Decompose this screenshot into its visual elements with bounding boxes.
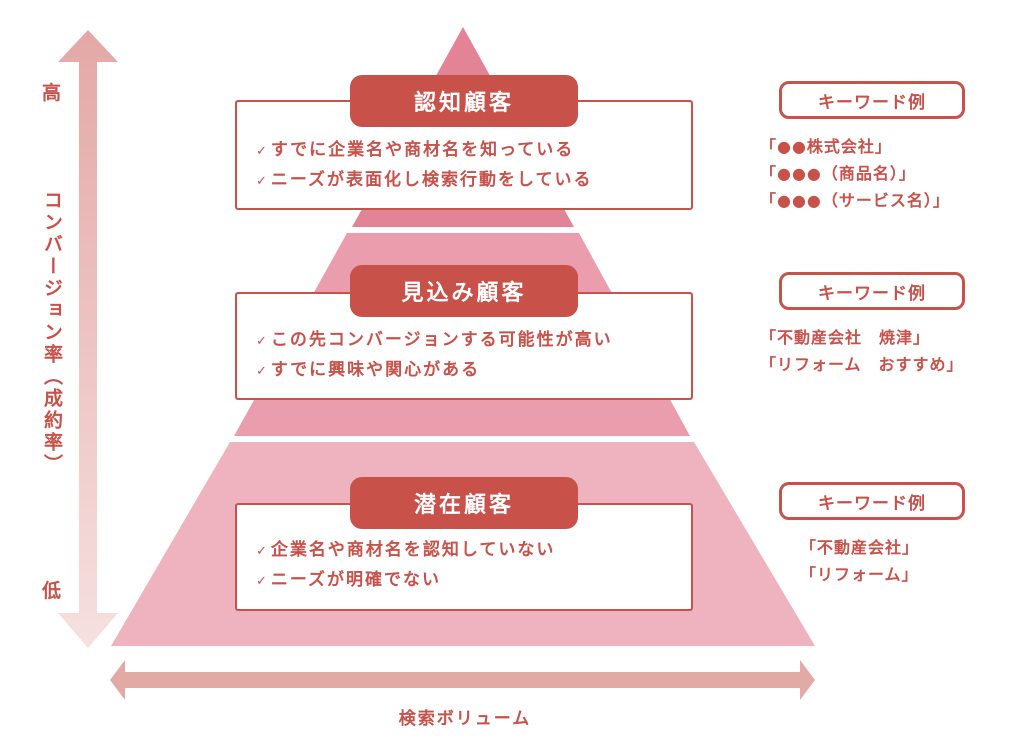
keyword-badge-prospect: キーワード例	[779, 272, 965, 310]
keyword-list-prospect: 「不動産会社 焼津」 「リフォーム おすすめ」	[760, 324, 964, 378]
tier-latent-title: 潜在顧客	[350, 477, 578, 529]
tier-latent-points: ✓企業名や商材名を認知していない ✓ニーズが明確でない	[256, 536, 555, 596]
keyword-item: 「●●株式会社」	[760, 137, 892, 156]
tier-awareness-title: 認知顧客	[350, 75, 578, 127]
axis-low-label: 低	[42, 580, 62, 602]
tier-point: ✓すでに興味や関心がある	[256, 360, 481, 380]
keyword-item: 「●●●（商品名）」	[760, 164, 916, 183]
check-icon: ✓	[256, 174, 267, 189]
check-icon: ✓	[256, 544, 267, 559]
axis-y-title: コンバージョン率（成約率）	[41, 190, 63, 476]
axis-high-label: 高	[42, 82, 62, 104]
vertical-double-arrow	[58, 30, 118, 648]
tier-point: ✓ニーズが明確でない	[256, 570, 442, 590]
tier-point: ✓企業名や商材名を認知していない	[256, 540, 556, 560]
tier-prospect-points: ✓この先コンバージョンする可能性が高い ✓すでに興味や関心がある	[256, 326, 613, 386]
check-icon: ✓	[256, 334, 267, 349]
tier-point: ✓ニーズが表面化し検索行動をしている	[256, 170, 593, 190]
keyword-item: 「不動産会社」	[800, 538, 920, 557]
keyword-item: 「リフォーム おすすめ」	[760, 355, 964, 374]
keyword-item: 「リフォーム」	[800, 565, 919, 584]
tier-prospect-title: 見込み顧客	[350, 265, 578, 317]
keyword-list-awareness: 「●●株式会社」 「●●●（商品名）」 「●●●（サービス名）」	[760, 133, 950, 214]
check-icon: ✓	[256, 364, 267, 379]
keyword-badge-awareness: キーワード例	[779, 81, 965, 119]
tier-awareness-points: ✓すでに企業名や商材名を知っている ✓ニーズが表面化し検索行動をしている	[256, 136, 593, 196]
keyword-item: 「不動産会社 焼津」	[760, 328, 931, 347]
keyword-list-latent: 「不動産会社」 「リフォーム」	[800, 534, 919, 588]
keyword-item: 「●●●（サービス名）」	[760, 191, 950, 210]
tier-point: ✓すでに企業名や商材名を知っている	[256, 140, 575, 160]
horizontal-double-arrow	[110, 660, 815, 700]
axis-x-title: 検索ボリューム	[398, 709, 532, 729]
check-icon: ✓	[256, 144, 267, 159]
tier-point: ✓この先コンバージョンする可能性が高い	[256, 330, 613, 350]
keyword-badge-latent: キーワード例	[779, 482, 965, 520]
check-icon: ✓	[256, 574, 267, 589]
